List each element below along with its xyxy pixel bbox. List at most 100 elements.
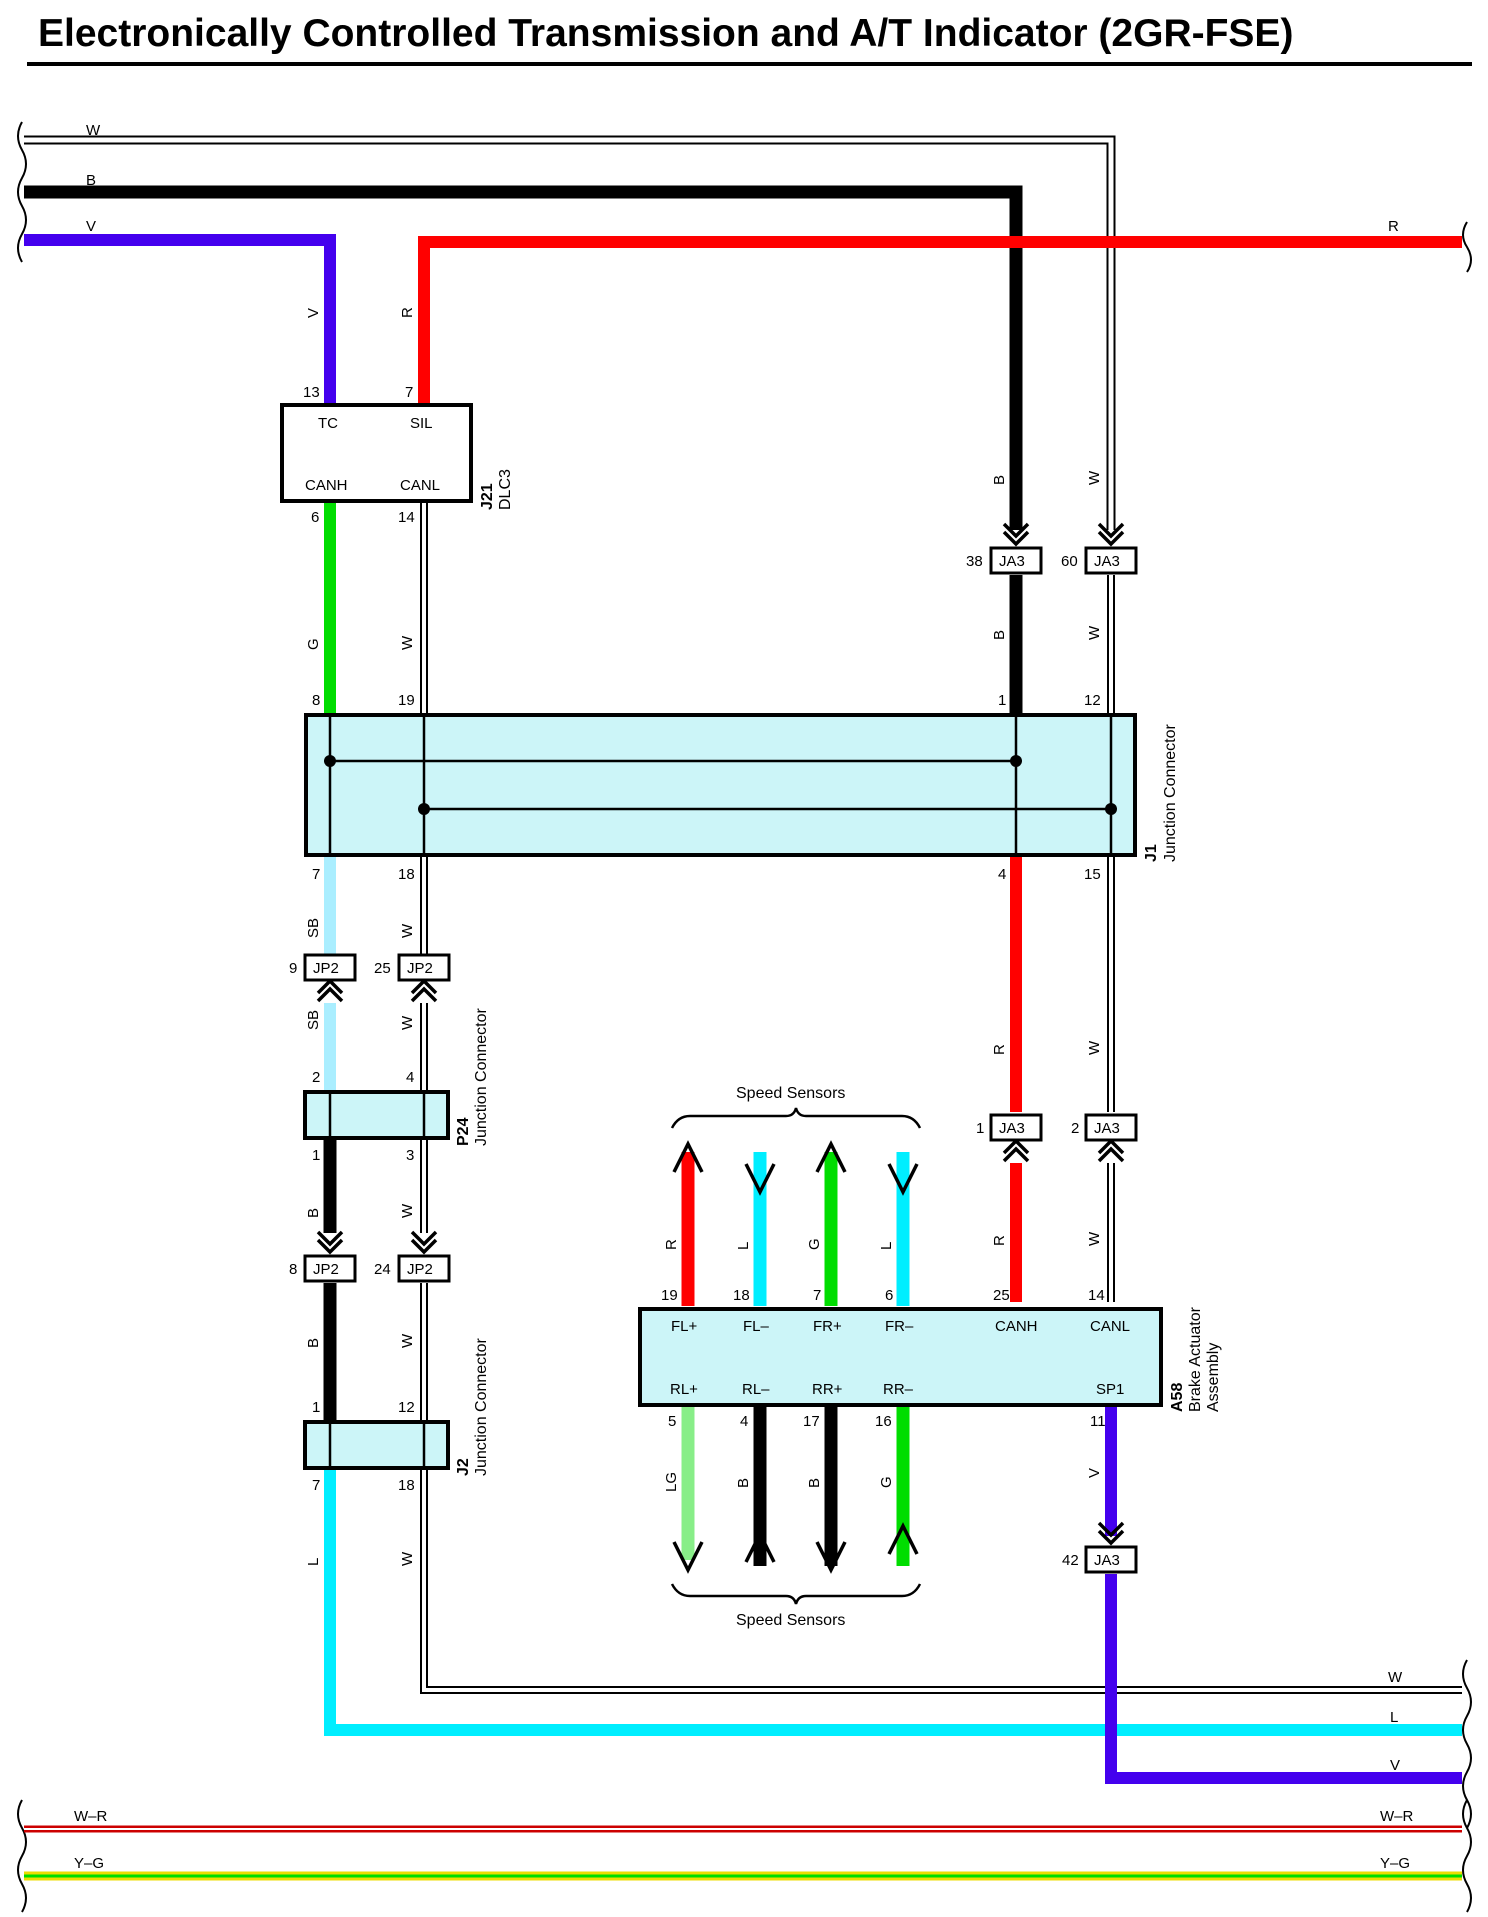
ja3-mid-code-2: JA3 bbox=[1094, 1120, 1120, 1137]
a58-label-fl-plus: FL+ bbox=[671, 1318, 698, 1335]
wire-j2-7 bbox=[324, 1470, 1462, 1736]
p24-name: Junction Connector bbox=[473, 1007, 490, 1146]
arrow-up-icon bbox=[887, 1522, 919, 1555]
wire-label-ja3-2-out: W bbox=[1086, 1231, 1103, 1246]
wire-label-j2-18: W bbox=[399, 1551, 416, 1566]
a58-name-line1: Brake Actuator bbox=[1187, 1306, 1204, 1412]
wire-label-bot-yg-right: Y–G bbox=[1380, 1855, 1410, 1872]
jp2-lower-code-24: JP2 bbox=[407, 1261, 433, 1278]
arrow-up-icon bbox=[815, 1140, 847, 1173]
j2-name: Junction Connector bbox=[473, 1337, 490, 1476]
break-mark-right-top bbox=[1462, 221, 1472, 273]
ja3-top-pin-60: 60 bbox=[1061, 553, 1078, 570]
a58-label-fr-plus: FR+ bbox=[813, 1318, 842, 1335]
chevron-up-icon bbox=[410, 978, 438, 1003]
wire-label-ja3-60-in: W bbox=[1086, 470, 1103, 485]
dlc3-pin-sil: 7 bbox=[405, 384, 413, 401]
a58-label-rr-plus: RR+ bbox=[812, 1381, 843, 1398]
wire-ja3-42-out bbox=[1105, 1574, 1462, 1784]
wire-j2-18 bbox=[420, 1470, 1462, 1694]
wire-top-w bbox=[24, 135, 1116, 530]
wire-label-top-w: W bbox=[86, 122, 101, 139]
wire-label-bot-yg-left: Y–G bbox=[74, 1855, 104, 1872]
a58-label-canl: CANL bbox=[1090, 1318, 1130, 1335]
dlc3-code: J21 bbox=[479, 483, 496, 510]
j1-pin-19: 19 bbox=[398, 692, 415, 709]
arrow-down-icon bbox=[815, 1541, 847, 1574]
j1-pin-15: 15 bbox=[1084, 866, 1101, 883]
a58-code: A58 bbox=[1169, 1383, 1186, 1412]
page-title: Electronically Controlled Transmission a… bbox=[38, 12, 1294, 55]
wire-label-ss-l2: L bbox=[878, 1242, 895, 1250]
a58-label-canh: CANH bbox=[995, 1318, 1038, 1335]
a58-label-rl-minus: RL– bbox=[742, 1381, 770, 1398]
ja3-mid-pin-2: 2 bbox=[1071, 1120, 1079, 1137]
ja3-mid-connector-1 bbox=[989, 1113, 1043, 1142]
p24-pin-1: 1 bbox=[312, 1147, 320, 1164]
jp2-lower-connector-8 bbox=[303, 1254, 357, 1283]
arrow-down-icon bbox=[744, 1163, 776, 1196]
wire-label-j1-15: W bbox=[1086, 1040, 1103, 1055]
jp2-lower-pin-8: 8 bbox=[289, 1261, 297, 1278]
wire-label-j2-7: L bbox=[305, 1558, 322, 1566]
j1-pin-12: 12 bbox=[1084, 692, 1101, 709]
wire-label-bot-w: W bbox=[1388, 1669, 1403, 1686]
wire-label-top-v: V bbox=[86, 218, 96, 235]
ja3-top-code-38: JA3 bbox=[999, 553, 1025, 570]
wire-label-p24-3: W bbox=[399, 1203, 416, 1218]
jp2-upper-pin-9: 9 bbox=[289, 960, 297, 977]
wire-top-r bbox=[418, 236, 1462, 403]
wire-label-top-r: R bbox=[1388, 218, 1399, 235]
a58-pin-fl-plus: 19 bbox=[661, 1287, 678, 1304]
break-mark-right-bottom bbox=[1462, 1659, 1472, 1829]
a58-pin-rr-minus: 16 bbox=[875, 1413, 892, 1430]
ja3-top-pin-38: 38 bbox=[966, 553, 983, 570]
ja3-mid-code-1: JA3 bbox=[999, 1120, 1025, 1137]
j1-pin-7: 7 bbox=[312, 866, 320, 883]
a58-label-sp1: SP1 bbox=[1096, 1381, 1124, 1398]
a58-pin-rl-plus: 5 bbox=[668, 1413, 676, 1430]
wire-label-ja3-38-in: B bbox=[991, 475, 1008, 485]
j1-pin-18: 18 bbox=[398, 866, 415, 883]
break-mark-left-bottom bbox=[17, 1799, 27, 1913]
jp2-lower-pin-24: 24 bbox=[374, 1261, 391, 1278]
a58-top-pins: 19 18 7 6 25 14 bbox=[661, 1287, 1105, 1304]
break-mark-right-bottom2 bbox=[1462, 1799, 1472, 1913]
wire-label-j1-7: SB bbox=[305, 918, 322, 938]
jp2-upper-connector-25 bbox=[397, 953, 451, 982]
j2-code: J2 bbox=[455, 1458, 472, 1476]
j1-pin-1: 1 bbox=[998, 692, 1006, 709]
a58-pin-fr-plus: 7 bbox=[813, 1287, 821, 1304]
a58-label-fr-minus: FR– bbox=[885, 1318, 914, 1335]
dlc3-pin-canh: 6 bbox=[311, 509, 319, 526]
a58-label-rl-plus: RL+ bbox=[670, 1381, 698, 1398]
jp2-upper-code-9: JP2 bbox=[313, 960, 339, 977]
dlc3-label-canl: CANL bbox=[400, 477, 440, 494]
arrow-down-icon bbox=[887, 1163, 919, 1196]
j1-splice-dots bbox=[324, 755, 1117, 815]
j1-pin-8: 8 bbox=[312, 692, 320, 709]
wire-label-ss-b1: B bbox=[735, 1478, 752, 1488]
dlc3-connector bbox=[280, 403, 473, 503]
ja3-top-connector-60 bbox=[1084, 546, 1138, 575]
j2-pin-7: 7 bbox=[312, 1477, 320, 1494]
wire-label-jp2-24-out: W bbox=[399, 1333, 416, 1348]
speed-sensors-top-label: Speed Sensors bbox=[736, 1085, 845, 1102]
a58-pin-canh: 25 bbox=[993, 1287, 1010, 1304]
dlc3-label-sil: SIL bbox=[410, 415, 433, 432]
j2-pin-12: 12 bbox=[398, 1399, 415, 1416]
p24-code: P24 bbox=[455, 1117, 472, 1146]
wire-label-bot-v: V bbox=[1390, 1757, 1400, 1774]
ja3-top-code-60: JA3 bbox=[1094, 553, 1120, 570]
wire-label-bot-wr-right: W–R bbox=[1380, 1808, 1414, 1825]
p24-pin-4: 4 bbox=[406, 1069, 414, 1086]
a58-bottom-labels: RL+ RL– RR+ RR– SP1 bbox=[670, 1381, 1124, 1398]
wire-label-dlc-g: G bbox=[305, 638, 322, 650]
wire-label-j1-4: R bbox=[991, 1044, 1008, 1055]
chevron-up-icon bbox=[1097, 1138, 1125, 1163]
dlc3-name: DLC3 bbox=[497, 469, 514, 510]
wire-label-ss-l1: L bbox=[735, 1242, 752, 1250]
j2-junction-connector bbox=[303, 1420, 450, 1470]
a58-name-line2: Assembly bbox=[1205, 1343, 1222, 1412]
speed-sensors-top-bracket bbox=[670, 1107, 922, 1129]
